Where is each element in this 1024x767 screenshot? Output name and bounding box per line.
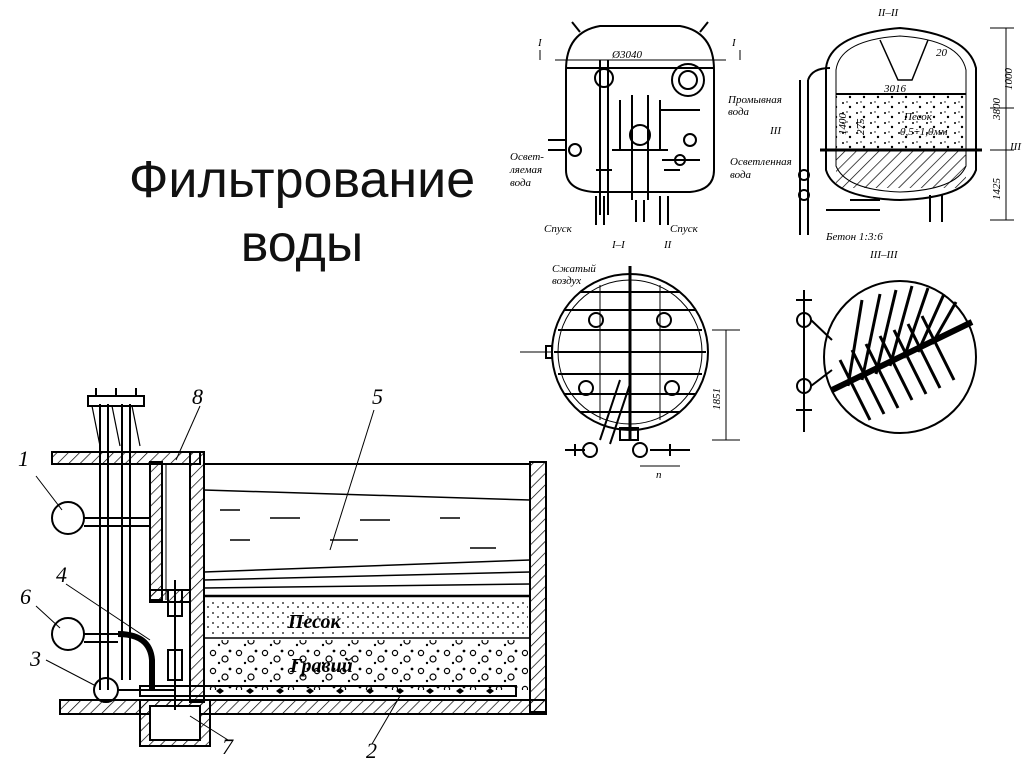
open-filter-label-7: 7 — [222, 734, 234, 759]
open-filter-section — [51, 388, 547, 747]
compressed-air-label-1: Сжатый — [552, 263, 596, 275]
dimension-1000: 1000 — [1003, 68, 1015, 91]
clarified-water-left-3: вода — [510, 177, 532, 189]
section-iii-iii-plan — [796, 280, 977, 434]
open-filter-label-3: 3 — [29, 646, 41, 671]
dimension-1851: 1851 — [711, 388, 723, 410]
clarified-water-right-1: Осветленная — [730, 156, 792, 168]
open-filter-label-4: 4 — [56, 562, 67, 587]
leader-lines — [35, 405, 401, 745]
pressure-filter-front-view — [539, 21, 741, 225]
clarified-water-right-2: вода — [730, 169, 752, 181]
section-mark-iii-iii: III–III — [869, 249, 899, 261]
section-i-i-plan — [520, 266, 740, 467]
sand-label-pressure: Песок — [903, 111, 933, 123]
dimension-1425: 1425 — [991, 178, 1003, 201]
open-filter-label-6: 6 — [20, 584, 31, 609]
open-filter-label-8: 8 — [192, 384, 203, 409]
gravel-label-open: Гравий — [289, 655, 353, 677]
section-mark-i-i: I–I — [611, 239, 626, 251]
wash-water-label-1: Промывная — [727, 94, 782, 106]
section-mark-i-left: I — [537, 37, 543, 49]
title-line-1: Фильтрование — [128, 151, 476, 209]
drain-label-left: Спуск — [544, 223, 573, 235]
slide-title: Фильтрование воды — [82, 148, 522, 276]
dimension-275: 275 — [855, 118, 867, 135]
section-mark-ii: II — [663, 239, 673, 251]
section-mark-iii-left: III — [769, 125, 782, 137]
clarified-water-left-1: Освет- — [510, 151, 544, 163]
drain-label-right: Спуск — [670, 223, 699, 235]
dimension-20: 20 — [936, 47, 948, 59]
sand-label-open: Песок — [287, 611, 342, 633]
dimension-3800: 3800 — [991, 98, 1003, 122]
clarified-water-left-2: ляемая — [509, 164, 542, 176]
compressed-air-label-2: воздух — [552, 275, 581, 287]
dimension-n: n — [656, 469, 662, 481]
dimension-3016: 3016 — [883, 83, 907, 95]
pressure-filter-section-view — [798, 26, 1014, 235]
dimension-1400: 1400 — [837, 113, 849, 136]
open-filter-label-5: 5 — [372, 384, 383, 409]
open-filter-label-1: 1 — [18, 446, 29, 471]
diameter-label: Ø3040 — [611, 49, 642, 61]
sand-size-label: 0,5÷1,0мм — [900, 126, 948, 138]
section-mark-ii-ii: II–II — [877, 7, 899, 19]
title-line-2: воды — [240, 215, 364, 273]
wash-water-label-2: вода — [728, 106, 750, 118]
concrete-label: Бетон 1:3:6 — [825, 231, 883, 243]
open-filter-label-2: 2 — [366, 738, 377, 763]
section-mark-i-right: I — [731, 37, 737, 49]
section-mark-iii-right: III — [1009, 141, 1022, 153]
